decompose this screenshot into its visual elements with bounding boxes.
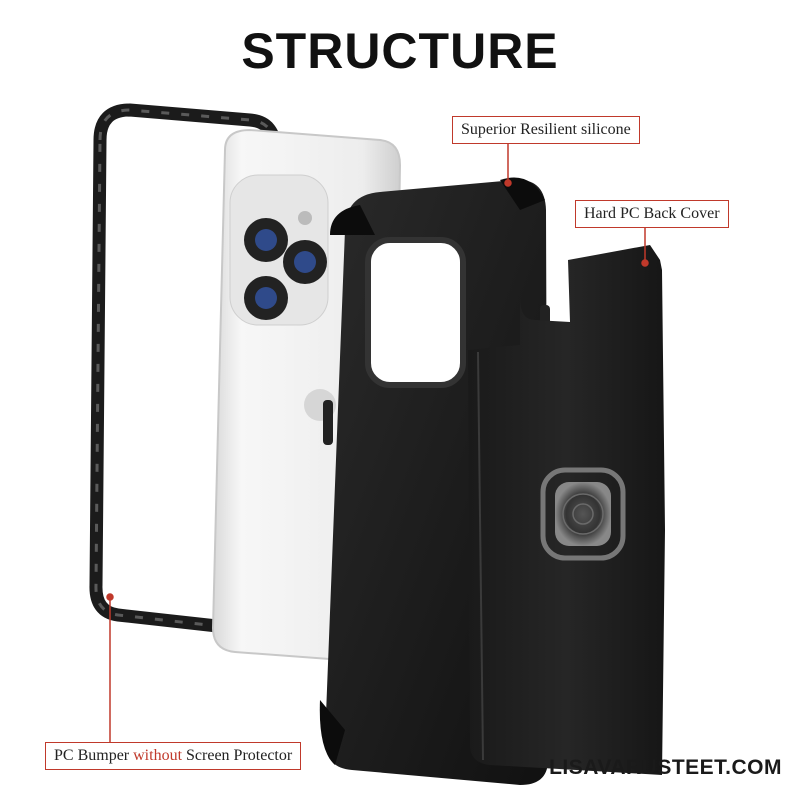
label-bumper: PC Bumper without Screen Protector <box>45 742 302 770</box>
camera-lens-icon <box>244 211 327 320</box>
label-bumper-part3: Screen Protector <box>182 747 293 764</box>
hard-pc-back-cover <box>468 245 665 775</box>
label-bumper-part1: PC Bumper <box>54 747 134 764</box>
label-bumper-part2: without <box>133 747 183 764</box>
watermark: LISAVARUSTEET.COM <box>549 756 782 779</box>
leader-lines <box>106 142 649 742</box>
label-silicone: Superior Resilient silicone <box>452 116 640 144</box>
ring-holder-icon <box>540 467 626 561</box>
page-title: STRUCTURE <box>241 23 559 79</box>
label-back-cover: Hard PC Back Cover <box>575 200 729 228</box>
